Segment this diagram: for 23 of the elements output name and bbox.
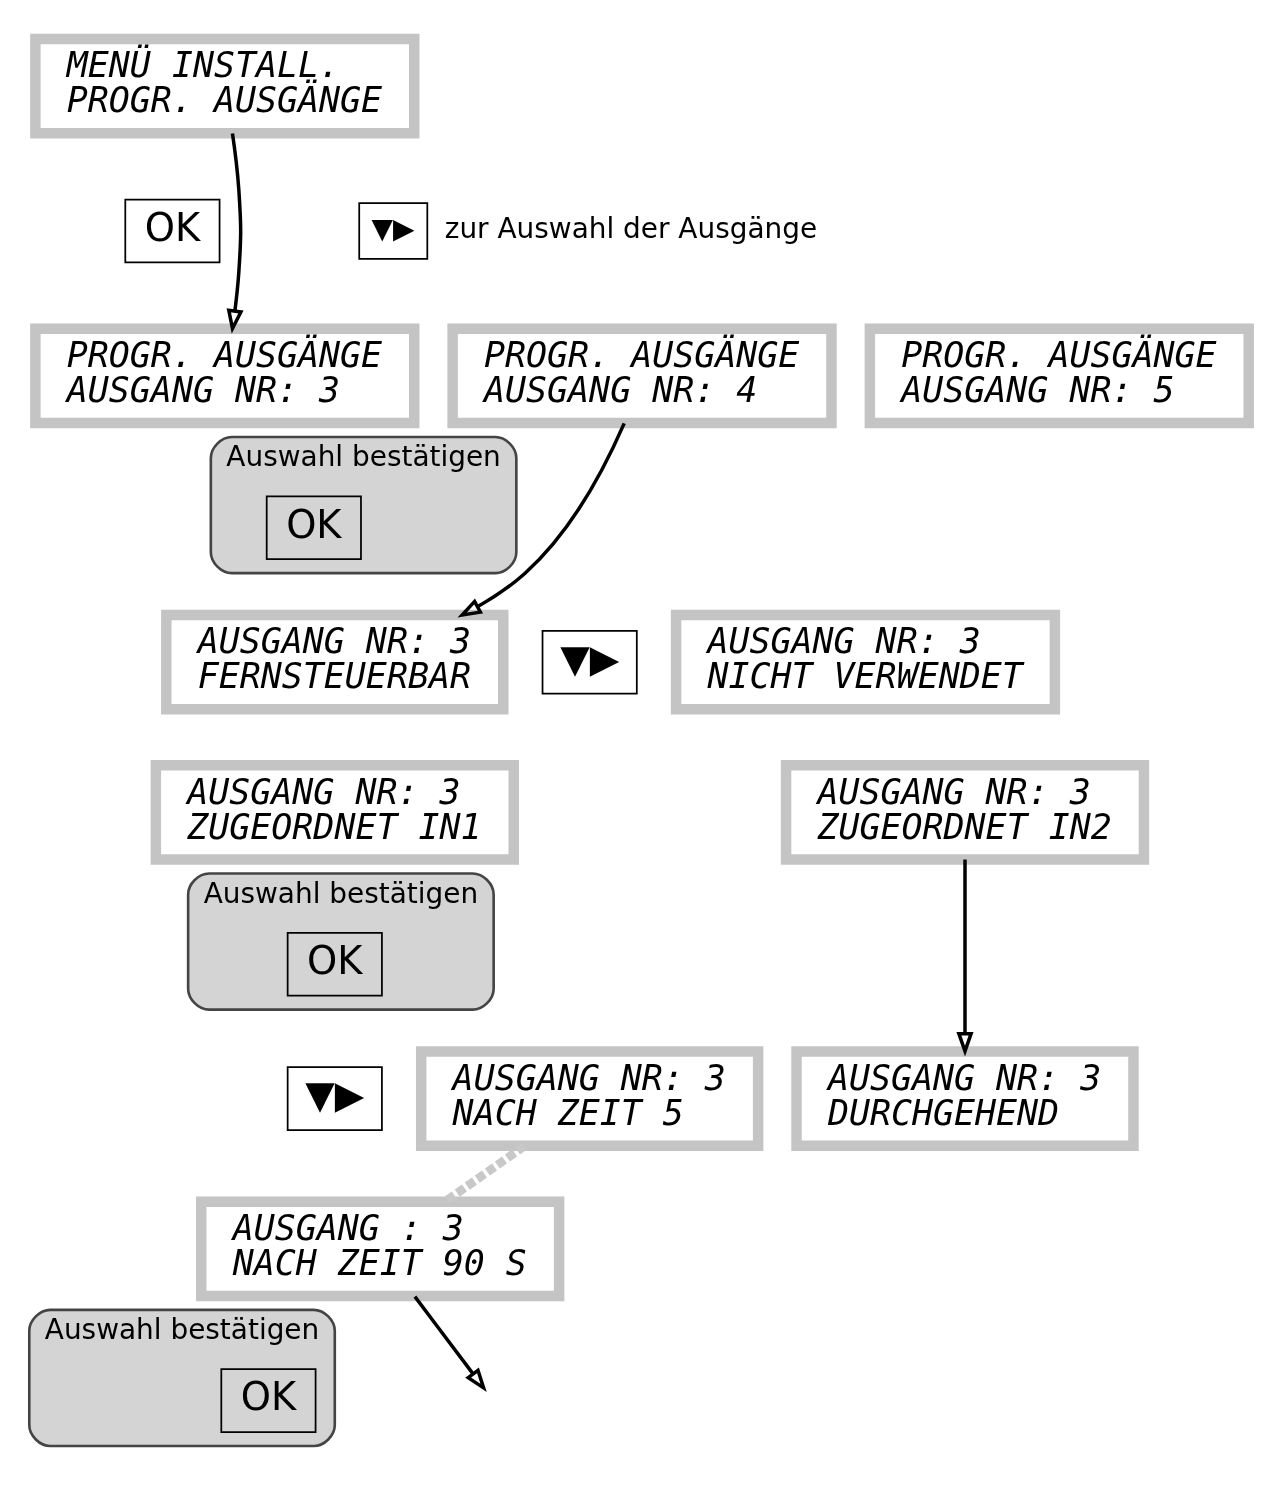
node-box: PROGR. AUSGÄNGE AUSGANG NR: 5 <box>864 323 1254 429</box>
node-box: AUSGANG NR: 3 DURCHGEHEND <box>791 1046 1139 1151</box>
node-box: AUSGANG NR: 3 ZUGEORDNET IN2 <box>780 759 1150 865</box>
arrow <box>457 422 626 618</box>
arrow <box>226 133 244 334</box>
node-box: OK <box>286 931 383 997</box>
node-label: zur Auswahl der Ausgänge <box>444 211 818 245</box>
node-box: ▼▶ <box>358 202 429 260</box>
node-box: OK <box>220 1368 317 1433</box>
node-box: OK <box>124 198 221 264</box>
node-box: AUSGANG NR: 3 NICHT VERWENDET <box>670 609 1061 715</box>
node-box: PROGR. AUSGÄNGE AUSGANG NR: 4 <box>447 323 837 429</box>
node-box: MENÜ INSTALL. PROGR. AUSGÄNGE <box>30 33 420 139</box>
arrow <box>413 1295 487 1393</box>
node-box: OK <box>265 495 362 561</box>
node-box: AUSGANG NR: 3 ZUGEORDNET IN1 <box>150 759 519 865</box>
node-box: AUSGANG : 3 NACH ZEIT 90 S <box>196 1196 565 1302</box>
node-box: AUSGANG NR: 3 FERNSTEUERBAR <box>161 609 509 715</box>
arrow <box>956 859 974 1057</box>
node-box: PROGR. AUSGÄNGE AUSGANG NR: 3 <box>30 323 420 429</box>
node-box: ▼▶ <box>286 1066 383 1131</box>
node-box: ▼▶ <box>541 629 638 695</box>
node-box: AUSGANG NR: 3 NACH ZEIT 5 <box>415 1046 764 1151</box>
